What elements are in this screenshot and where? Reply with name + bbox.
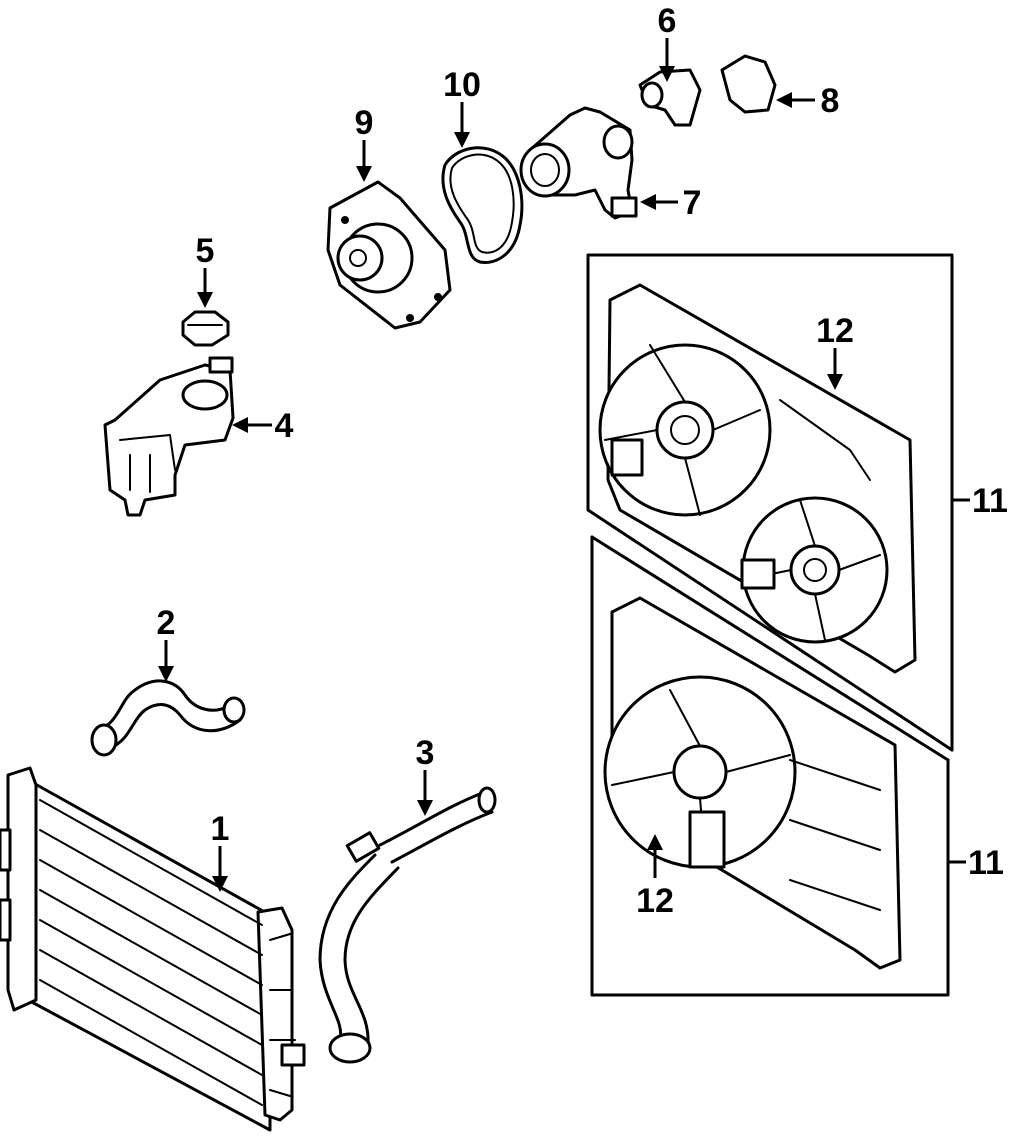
callout-7: 7 <box>683 184 702 222</box>
reservoir-cap-part[interactable] <box>181 310 230 347</box>
callout-12-upper: 12 <box>816 312 854 350</box>
callout-9: 9 <box>355 104 374 142</box>
callout-8: 8 <box>821 82 840 120</box>
lower-hose-part[interactable] <box>318 786 497 1064</box>
upper-hose-part[interactable] <box>90 679 246 757</box>
pump-gasket-part[interactable] <box>441 146 524 265</box>
callout-labels: 1 2 3 4 5 6 7 8 9 10 11 11 12 12 <box>157 2 1008 920</box>
upper-fan-box <box>586 253 954 752</box>
thermostat-housing-part[interactable] <box>519 106 638 220</box>
callout-leaders <box>158 38 970 892</box>
sensor-part[interactable] <box>638 68 702 127</box>
callout-3: 3 <box>416 734 435 772</box>
reservoir-part[interactable] <box>103 356 235 517</box>
callout-12-lower: 12 <box>636 882 674 920</box>
water-pump-part[interactable] <box>326 180 452 330</box>
lower-fan-box <box>590 535 950 997</box>
callout-10: 10 <box>443 66 481 104</box>
upper-fan-assembly-part[interactable] <box>598 283 917 674</box>
gasket-part[interactable] <box>720 54 777 114</box>
callout-5: 5 <box>196 232 215 270</box>
radiator-part[interactable] <box>0 766 306 1132</box>
callout-11-lower: 11 <box>968 844 1004 882</box>
callout-11-upper: 11 <box>972 482 1008 520</box>
lower-fan-assembly-part[interactable] <box>603 596 902 970</box>
callout-1: 1 <box>211 810 230 848</box>
callout-2: 2 <box>157 604 176 642</box>
callout-6: 6 <box>658 2 677 40</box>
callout-4: 4 <box>275 407 294 445</box>
